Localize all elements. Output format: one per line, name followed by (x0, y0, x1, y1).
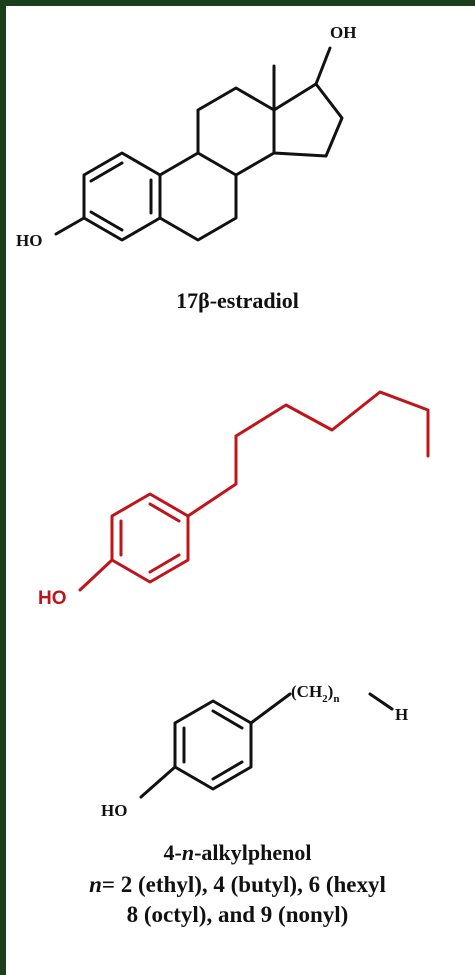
alkylphenol-ho-label: HO (101, 801, 127, 820)
alkylphenol-name: 4-n-alkylphenol (163, 840, 312, 865)
alkylphenol-h-label: H (395, 705, 408, 724)
estradiol-name: 17β-estradiol (176, 288, 299, 313)
estradiol-ho-label: HO (16, 231, 42, 250)
estradiol-ring-c (196, 86, 276, 177)
alkylphenol-structure (139, 692, 394, 799)
heptylphenol-ring (110, 492, 190, 584)
n-values-line-2: 8 (octyl), and 9 (nonyl) (126, 902, 349, 927)
left-border-bar (0, 0, 6, 975)
estradiol-structure (54, 46, 344, 242)
n-values-line-1: n= 2 (ethyl), 4 (butyl), 6 (hexyl (89, 872, 386, 897)
heptylphenol-chain (186, 390, 430, 518)
estradiol-oh-label: OH (330, 23, 356, 42)
estradiol-ring-b (158, 151, 238, 242)
estradiol-ring-d (272, 82, 344, 158)
estradiol-ring-a (82, 151, 162, 242)
heptylphenol-ho-label: HO (38, 588, 67, 609)
alkylphenol-chain-label: (CH2)n (291, 682, 339, 705)
alkylphenol-ring (173, 699, 253, 791)
heptylphenol-structure (78, 390, 430, 592)
top-border-bar (0, 0, 475, 6)
